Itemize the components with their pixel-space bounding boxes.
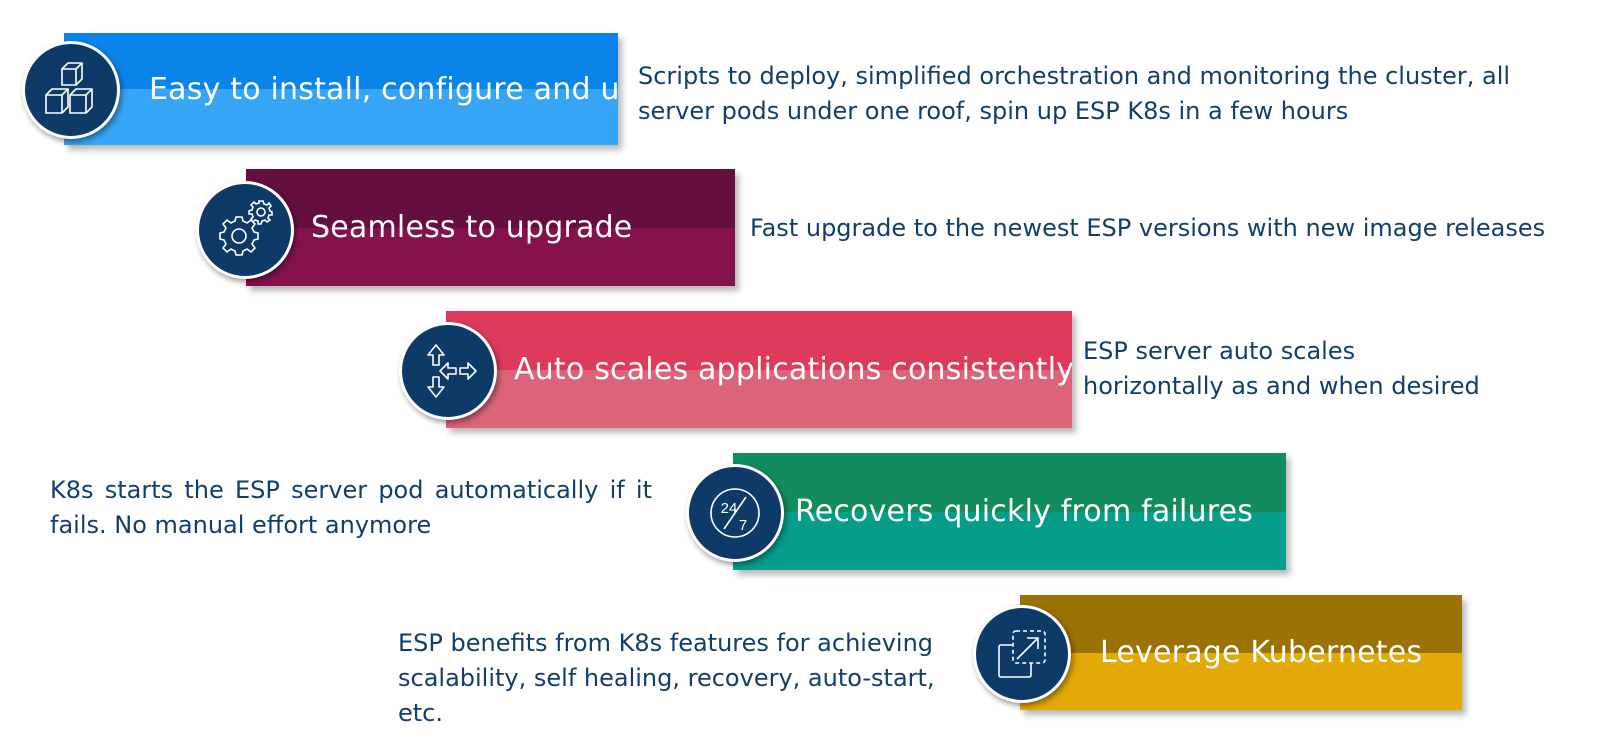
banner-top-half [733, 453, 1286, 512]
feature-banner-recovery: Recovers quickly from failures [733, 453, 1286, 570]
banner-top-half [446, 311, 1072, 370]
feature-title: Easy to install, configure and use [149, 71, 618, 107]
clock-24-7-icon: 24 7 [686, 464, 784, 562]
feature-banner-kubernetes: Leverage Kubernetes [1020, 595, 1462, 710]
feature-title: Leverage Kubernetes [1100, 635, 1423, 670]
scale-arrows-icon [399, 322, 497, 420]
feature-description: Fast upgrade to the newest ESP versions … [750, 214, 1546, 242]
banner-top-half [1020, 595, 1462, 653]
feature-banner-upgrade: Seamless to upgrade [246, 169, 735, 286]
feature-description: K8s starts the ESP server pod automatica… [50, 476, 652, 539]
banner-top-half [64, 33, 618, 89]
feature-title: Auto scales applications consistently [514, 352, 1072, 387]
banner-bottom-half [733, 511, 1286, 570]
clock-24-label: 24 [721, 500, 738, 517]
feature-description: Scripts to deploy, simplified orchestrat… [638, 62, 1511, 125]
expand-window-icon [973, 605, 1071, 703]
feature-banner-autoscale: Auto scales applications consistently [446, 311, 1072, 428]
banner-bottom-half [1020, 652, 1462, 710]
gears-icon [196, 181, 294, 279]
cubes-icon [22, 41, 120, 139]
feature-description: ESP server auto scales horizontally as a… [1083, 337, 1480, 400]
feature-description: ESP benefits from K8s features for achie… [398, 629, 935, 727]
banner-top-half [246, 169, 735, 228]
banner-bottom-half [64, 89, 618, 145]
feature-title: Recovers quickly from failures [795, 494, 1254, 529]
banner-bottom-half [246, 227, 735, 286]
feature-title: Seamless to upgrade [311, 210, 633, 245]
feature-banner-install: Easy to install, configure and use [64, 33, 618, 145]
clock-7-label: 7 [739, 517, 747, 534]
banner-bottom-half [446, 369, 1072, 428]
